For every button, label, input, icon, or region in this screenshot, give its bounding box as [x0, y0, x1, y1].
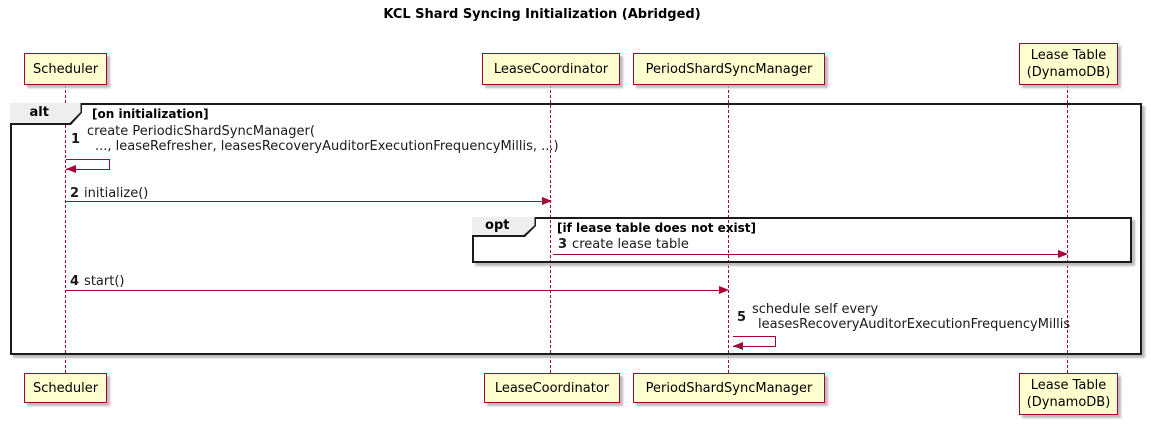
- message-5-text-line2: leasesRecoveryAuditorExecutionFrequencyM…: [758, 316, 1071, 332]
- message-5-arrowhead: [733, 342, 743, 350]
- participant-label: (DynamoDB): [1026, 65, 1111, 80]
- message-5-text-line1: schedule self every: [752, 302, 879, 317]
- lifeline-periodshardsyncmanager: [728, 85, 729, 373]
- message-2-label: 2 initialize(): [70, 186, 149, 202]
- opt-frame-label: opt: [472, 217, 536, 237]
- participant-box-scheduler-top: Scheduler: [24, 53, 107, 85]
- participant-label: Scheduler: [32, 380, 99, 396]
- message-4-label: 4 start(): [70, 274, 125, 290]
- message-5-self-arrow: [733, 336, 776, 347]
- message-1-number: 1: [71, 132, 81, 147]
- participant-box-periodshardsyncmanager-bottom: PeriodShardSyncManager: [633, 373, 825, 403]
- message-1-self-arrow: [66, 159, 110, 170]
- participant-label: LeaseCoordinator: [493, 61, 609, 77]
- lifeline-leasecoordinator: [550, 85, 551, 373]
- message-3-number: 3: [558, 237, 568, 252]
- participant-label: (DynamoDB): [1026, 395, 1111, 410]
- opt-operator: opt: [485, 217, 510, 233]
- message-1-text-line1: create PeriodicShardSyncManager(: [87, 124, 315, 139]
- participant-label: PeriodShardSyncManager: [645, 61, 813, 77]
- message-3-arrow: [553, 254, 1058, 255]
- message-5-number: 5: [737, 310, 747, 325]
- opt-frame: [472, 217, 1132, 263]
- alt-operator: alt: [29, 104, 49, 120]
- message-5-text: schedule self every leasesRecoveryAudito…: [752, 302, 1071, 332]
- alt-guard: [on initialization]: [92, 107, 209, 121]
- message-2-text: initialize(): [84, 186, 149, 201]
- alt-frame-label-bg: alt: [10, 103, 81, 123]
- message-2-arrowhead: [542, 197, 552, 205]
- participant-label: Scheduler: [32, 61, 99, 77]
- lifeline-scheduler: [65, 85, 66, 373]
- message-1-text: create PeriodicShardSyncManager( ..., le…: [87, 124, 559, 154]
- opt-frame-label-bg: opt: [472, 217, 535, 235]
- participant-box-scheduler-bottom: Scheduler: [24, 373, 107, 403]
- participant-label: Lease Table: [1030, 48, 1107, 63]
- message-1-text-line2: ..., leaseRefresher, leasesRecoveryAudit…: [95, 138, 559, 154]
- message-3-text: create lease table: [572, 237, 689, 252]
- participant-label: Lease Table: [1030, 378, 1107, 393]
- participant-box-periodshardsyncmanager-top: PeriodShardSyncManager: [633, 53, 825, 85]
- participant-box-leasecoordinator-top: LeaseCoordinator: [482, 53, 620, 85]
- participant-box-leasetable-bottom: Lease Table (DynamoDB): [1019, 373, 1118, 415]
- message-1-arrowhead: [66, 165, 76, 173]
- lifeline-leasetable: [1067, 85, 1068, 373]
- message-4-text: start(): [84, 274, 125, 289]
- message-2-arrow: [66, 201, 543, 202]
- diagram-title: KCL Shard Syncing Initialization (Abridg…: [383, 7, 701, 22]
- message-3-label: 3 create lease table: [558, 237, 689, 253]
- message-4-arrowhead: [719, 286, 729, 294]
- alt-frame-label: alt: [10, 103, 82, 125]
- alt-frame: [10, 103, 1142, 355]
- participant-label: LeaseCoordinator: [494, 380, 610, 396]
- participant-box-leasecoordinator-bottom: LeaseCoordinator: [484, 373, 620, 403]
- message-4-number: 4: [70, 274, 80, 289]
- participant-label: PeriodShardSyncManager: [645, 380, 813, 396]
- message-3-arrowhead: [1058, 250, 1068, 258]
- message-4-arrow: [66, 290, 719, 291]
- participant-box-leasetable-top: Lease Table (DynamoDB): [1019, 43, 1118, 85]
- opt-guard: [if lease table does not exist]: [557, 221, 757, 235]
- message-2-number: 2: [70, 186, 80, 201]
